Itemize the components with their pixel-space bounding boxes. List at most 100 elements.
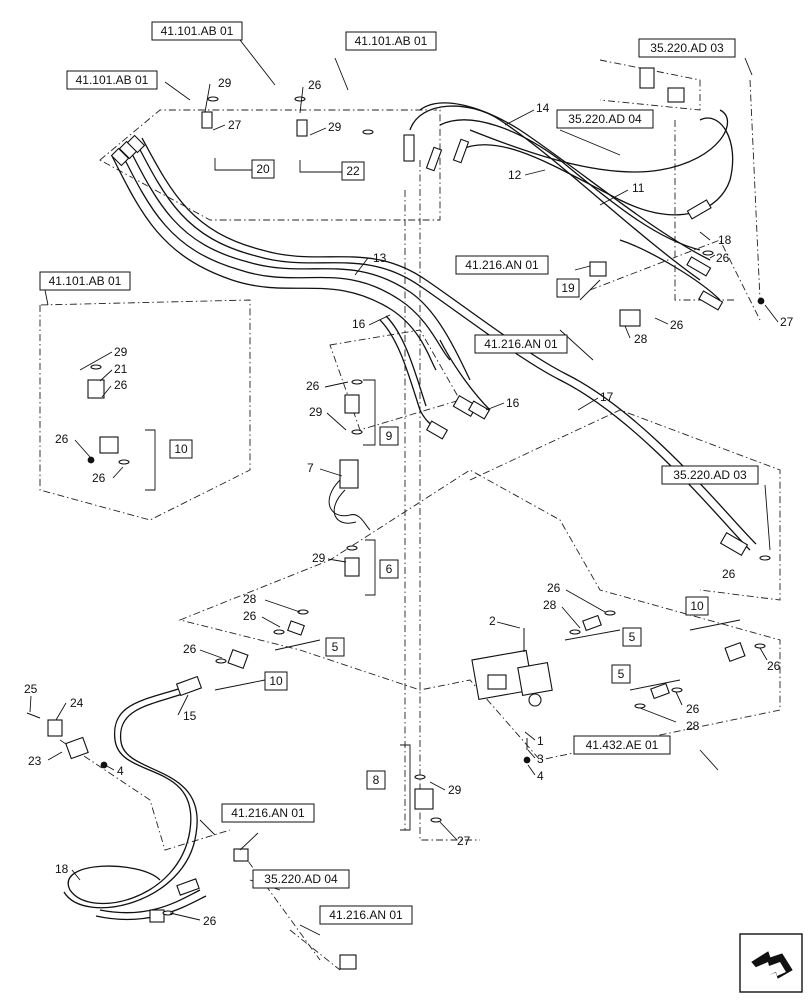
ref-label: 41.101.AB 01 (76, 73, 149, 87)
group-box[interactable]: 5 (325, 637, 345, 657)
callout-29: 29 (448, 783, 462, 797)
callout-23: 23 (28, 754, 42, 768)
callout-26: 26 (686, 702, 700, 716)
leader-lines (29, 39, 779, 936)
callout-26: 26 (114, 378, 128, 392)
ref-box[interactable]: 41.216.AN 01 (455, 255, 549, 275)
ref-box[interactable]: 41.101.AB 01 (39, 271, 131, 291)
group-boxes: 20 22 10 9 19 6 5 10 5 10 5 8 (169, 159, 709, 790)
callout-26: 26 (767, 659, 781, 673)
group-box[interactable]: 5 (622, 627, 642, 647)
ref-label: 35.220.AD 04 (264, 872, 338, 886)
callout-24: 24 (70, 696, 84, 710)
callout-11: 11 (632, 181, 645, 195)
hose-bundle-right (408, 102, 734, 301)
ref-box[interactable]: 41.216.AN 01 (319, 905, 413, 925)
group-box[interactable]: 20 (251, 159, 275, 179)
ref-label: 35.220.AD 03 (650, 41, 724, 55)
ref-box[interactable]: 41.216.AN 01 (221, 803, 315, 823)
callout-12: 12 (508, 168, 522, 182)
callout-17: 17 (600, 390, 614, 404)
ref-label: 41.101.AB 01 (49, 274, 122, 288)
ref-box[interactable]: 41.432.AE 01 (573, 735, 671, 755)
ref-label: 41.216.AN 01 (329, 908, 403, 922)
group-number: 10 (174, 442, 188, 456)
callout-27: 27 (228, 118, 242, 132)
group-box[interactable]: 10 (169, 439, 193, 459)
callout-26: 26 (55, 432, 69, 446)
group-box[interactable]: 5 (611, 664, 631, 684)
callout-7: 7 (307, 461, 314, 475)
group-number: 10 (690, 599, 704, 613)
ref-label: 41.101.AB 01 (355, 34, 428, 48)
callout-29: 29 (114, 345, 128, 359)
callout-26: 26 (308, 78, 322, 92)
callout-26: 26 (547, 581, 561, 595)
ref-box[interactable]: 35.220.AD 04 (556, 109, 654, 129)
group-box[interactable]: 9 (379, 426, 399, 446)
callout-29: 29 (328, 120, 342, 134)
ref-box[interactable]: 35.220.AD 03 (638, 38, 736, 58)
group-number: 5 (618, 667, 625, 681)
ref-label: 41.216.AN 01 (231, 806, 305, 820)
group-box[interactable]: 19 (556, 278, 580, 298)
group-number: 10 (269, 674, 283, 688)
group-box[interactable]: 22 (341, 161, 365, 181)
callout-26: 26 (306, 379, 320, 393)
callout-26: 26 (670, 318, 684, 332)
group-number: 8 (373, 773, 380, 787)
group-number: 19 (561, 281, 575, 295)
callout-13: 13 (373, 251, 387, 265)
group-box[interactable]: 8 (366, 770, 386, 790)
callout-16: 16 (506, 396, 520, 410)
callout-28: 28 (634, 332, 648, 346)
ref-box[interactable]: 41.101.AB 01 (345, 31, 437, 51)
callout-27: 27 (457, 834, 471, 848)
ref-box[interactable]: 35.220.AD 04 (252, 869, 350, 889)
callout-26: 26 (243, 609, 257, 623)
callout-4: 4 (537, 769, 544, 783)
ref-box[interactable]: 41.101.AB 01 (66, 70, 158, 90)
callout-27: 27 (780, 315, 794, 329)
ref-box[interactable]: 41.101.AB 01 (151, 21, 243, 41)
callout-28: 28 (686, 719, 700, 733)
ref-label: 35.220.AD 03 (673, 468, 747, 482)
callout-21: 21 (114, 362, 128, 376)
ref-label: 35.220.AD 04 (568, 112, 642, 126)
next-page-arrow-icon[interactable] (739, 933, 803, 993)
callout-25: 25 (24, 682, 38, 696)
callout-26: 26 (722, 567, 736, 581)
group-number: 6 (386, 562, 393, 576)
callout-26: 26 (183, 642, 197, 656)
group-box[interactable]: 10 (685, 596, 709, 616)
assembly-boundaries (39, 59, 781, 971)
group-box[interactable]: 6 (379, 559, 399, 579)
callout-28: 28 (543, 598, 557, 612)
callout-29: 29 (218, 76, 232, 90)
group-number: 22 (346, 164, 360, 178)
callout-28: 28 (243, 592, 257, 606)
hose-15-18 (63, 683, 207, 921)
group-box[interactable]: 10 (264, 671, 288, 691)
reference-boxes: 41.101.AB 01 41.101.AB 01 41.101.AB 01 4… (39, 21, 759, 925)
callout-16: 16 (352, 317, 366, 331)
ref-box[interactable]: 35.220.AD 03 (661, 465, 759, 485)
hose-bundle-upper (111, 137, 757, 551)
group-brackets (145, 158, 741, 831)
ref-label: 41.216.AN 01 (484, 337, 558, 351)
callout-29: 29 (309, 405, 323, 419)
callout-3: 3 (537, 752, 544, 766)
group-number: 5 (629, 630, 636, 644)
callout-1: 1 (537, 734, 544, 748)
callout-18: 18 (55, 862, 69, 876)
ref-box[interactable]: 41.216.AN 01 (474, 334, 568, 354)
ref-label: 41.101.AB 01 (161, 24, 234, 38)
callout-26: 26 (716, 251, 730, 265)
callout-15: 15 (183, 709, 197, 723)
group-number: 5 (332, 640, 339, 654)
callout-labels: 29 27 26 29 14 12 11 18 26 27 26 28 13 1… (24, 76, 794, 928)
callout-4: 4 (117, 764, 124, 778)
callout-14: 14 (536, 101, 550, 115)
